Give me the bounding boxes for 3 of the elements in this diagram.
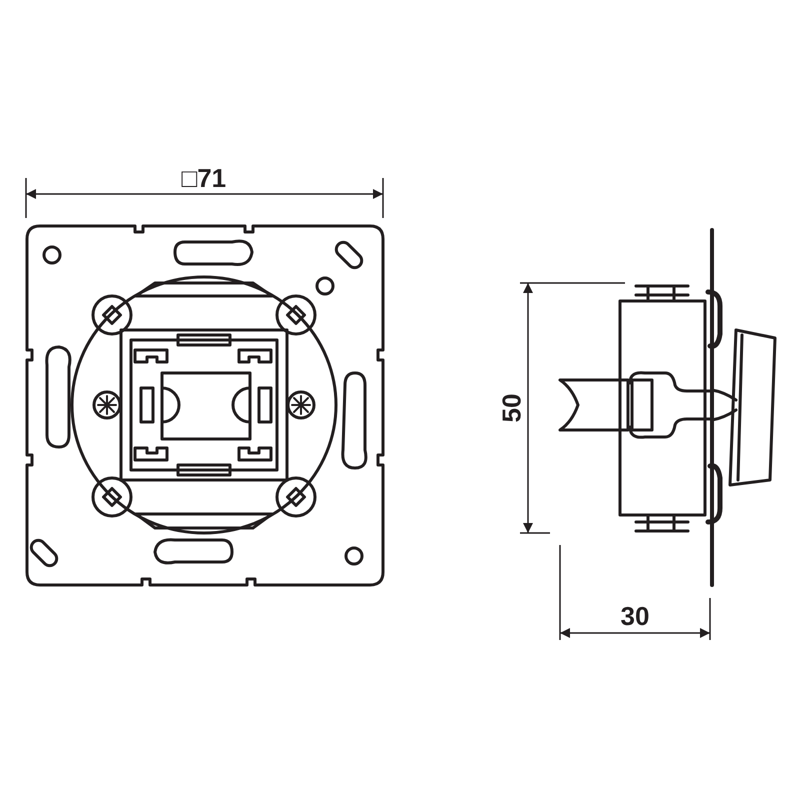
dimension-value: □71 (182, 165, 226, 191)
dimension-value: 30 (620, 603, 650, 629)
dimension-value: 50 (498, 394, 524, 422)
